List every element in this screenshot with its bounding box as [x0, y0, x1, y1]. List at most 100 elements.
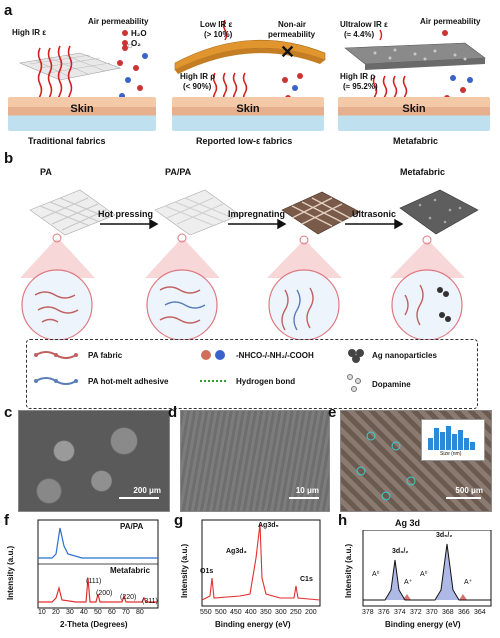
o2-label: O₂	[131, 39, 141, 48]
ag3d-tick-378: 378	[362, 609, 374, 616]
xps-ag3d-xlabel: Binding energy (eV)	[385, 620, 461, 629]
panel-d-letter: d	[168, 404, 178, 421]
legend-pa-adhesive: PA hot-melt adhesive	[88, 377, 169, 386]
xrd-peak-220: (220)	[120, 594, 137, 601]
xrd-tick-30: 30	[66, 609, 74, 616]
panel-e-letter: e	[328, 404, 337, 421]
stage-papa-label: PA/PA	[165, 167, 192, 177]
scale-bar-c	[119, 497, 159, 499]
xrd-peak-111: (111)	[86, 578, 102, 585]
sem-image-e: Size (nm) 500 μm	[340, 410, 492, 512]
panel-h-letter: h	[338, 512, 348, 529]
skin-label: Skin	[70, 103, 94, 115]
xrd-plot	[37, 519, 159, 609]
reported-fabric-illustration: ✕	[174, 19, 326, 104]
panel-g-letter: g	[174, 512, 184, 529]
xps-ag3d-peak-3d52: 3d₅/₂	[436, 532, 453, 539]
sem-image-c: 200 μm	[18, 410, 170, 512]
panel-b-process-diagram	[20, 189, 479, 340]
metafabric-air-permeability-label: Air permeability	[420, 17, 481, 26]
traditional-fabric-illustration	[18, 43, 148, 109]
xps-tick-250: 250	[290, 609, 302, 616]
h2o-icon	[122, 30, 128, 36]
stage-metafabric-label: Metafabric	[400, 167, 446, 177]
h2o-label: H₂O	[131, 29, 147, 38]
reported-caption: Reported low-ε fabrics	[196, 136, 293, 146]
xrd-ylabel: Intensity (a.u.)	[6, 545, 15, 600]
size-histogram-inset: Size (nm)	[421, 419, 485, 461]
xps-tick-350: 350	[260, 609, 272, 616]
skin-label: Skin	[402, 103, 426, 115]
ag3d-tick-372: 372	[410, 609, 422, 616]
legend-ag: Ag nanoparticles	[372, 351, 437, 360]
xrd-bottom-label: Metafabric	[110, 566, 151, 575]
high-ir-rho-value: (< 90%)	[183, 82, 212, 91]
panel-c-letter: c	[4, 404, 13, 421]
step-ultrasonic: Ultrasonic	[352, 209, 397, 219]
panel-b-letter: b	[4, 150, 14, 167]
xps-peak-c1s: C1s	[300, 576, 313, 583]
xps-survey-plot	[201, 519, 321, 607]
ultralow-ir-e-value: (≈ 4.4%)	[344, 30, 375, 39]
ag3d-tick-366: 366	[458, 609, 470, 616]
scale-label-c: 200 μm	[133, 486, 161, 495]
ag3d-tick-364: 364	[474, 609, 486, 616]
ag3d-tick-376: 376	[378, 609, 390, 616]
scale-bar-e	[446, 497, 481, 499]
panel-b-legend	[26, 339, 478, 409]
skin-layer-traditional: Skin	[8, 97, 156, 131]
metafabric-caption: Metafabric	[393, 136, 439, 146]
ag3d-tick-370: 370	[426, 609, 438, 616]
skin-label: Skin	[236, 103, 260, 115]
xrd-tick-10: 10	[38, 609, 46, 616]
metafabric-swatch	[399, 189, 479, 235]
non-air-label: Non-air	[278, 20, 306, 29]
xrd-top-label: PA/PA	[120, 522, 144, 531]
xrd-tick-60: 60	[108, 609, 116, 616]
low-ir-e-label: Low IR ε	[200, 20, 233, 29]
scale-label-e: 500 μm	[455, 486, 483, 495]
xrd-peak-311: (311)	[142, 598, 158, 605]
legend-groups: -NHCO-/-NH₂/-COOH	[236, 351, 314, 360]
particle-markers	[356, 431, 416, 501]
high-ir-e-label: High IR ε	[12, 28, 47, 37]
high-ir-rho-label: High IR ρ	[180, 72, 216, 81]
xps-ag3d-a0-right: A⁰	[420, 571, 428, 578]
inset-xlabel: Size (nm)	[440, 451, 462, 457]
step-impregnating: Impregnating	[228, 209, 286, 219]
panel-f-letter: f	[4, 512, 9, 529]
panel-a-letter: a	[4, 2, 13, 19]
scale-label-d: 10 μm	[295, 486, 319, 495]
ag3d-tick-374: 374	[394, 609, 406, 616]
xrd-tick-20: 20	[52, 609, 60, 616]
xps-survey-ylabel: Intensity (a.u.)	[180, 543, 189, 598]
ag3d-tick-368: 368	[442, 609, 454, 616]
skin-layer-reported: Skin	[172, 97, 324, 131]
xps-tick-200: 200	[305, 609, 317, 616]
metafabric-high-ir-rho-label: High IR ρ	[340, 72, 376, 81]
xrd-xlabel: 2-Theta (Degrees)	[60, 620, 128, 629]
xps-ag3d-a0-left: A⁰	[372, 571, 380, 578]
xps-tick-400: 400	[245, 609, 257, 616]
xps-ag3d-ylabel: Intensity (a.u.)	[344, 543, 353, 598]
legend-hydrogen-bond: Hydrogen bond	[236, 377, 296, 386]
stage-pa-label: PA	[40, 167, 52, 177]
xps-ag3d-title: Ag 3d	[395, 518, 421, 528]
xps-peak-ag3d3: Ag3d₃	[226, 548, 247, 555]
xps-ag3d-aplus-right: A⁺	[464, 579, 473, 586]
xps-tick-550: 550	[200, 609, 212, 616]
xps-survey-xlabel: Binding energy (eV)	[215, 620, 291, 629]
legend-symbols	[34, 349, 364, 392]
xrd-tick-40: 40	[80, 609, 88, 616]
air-permeability-label: Air permeability	[88, 17, 149, 26]
xps-ag3d-aplus-left: A⁺	[404, 579, 413, 586]
xps-peak-o1s: O1s	[200, 568, 214, 575]
xrd-tick-80: 80	[136, 609, 144, 616]
traditional-caption: Traditional fabrics	[28, 136, 106, 146]
xps-tick-500: 500	[215, 609, 227, 616]
xps-peak-ag3d5: Ag3d₅	[258, 522, 279, 529]
metafabric-high-ir-rho-value: (≈ 95.2%)	[343, 82, 378, 91]
scale-bar-d	[289, 497, 319, 499]
skin-layer-metafabric: Skin	[338, 97, 490, 131]
xrd-tick-50: 50	[94, 609, 102, 616]
